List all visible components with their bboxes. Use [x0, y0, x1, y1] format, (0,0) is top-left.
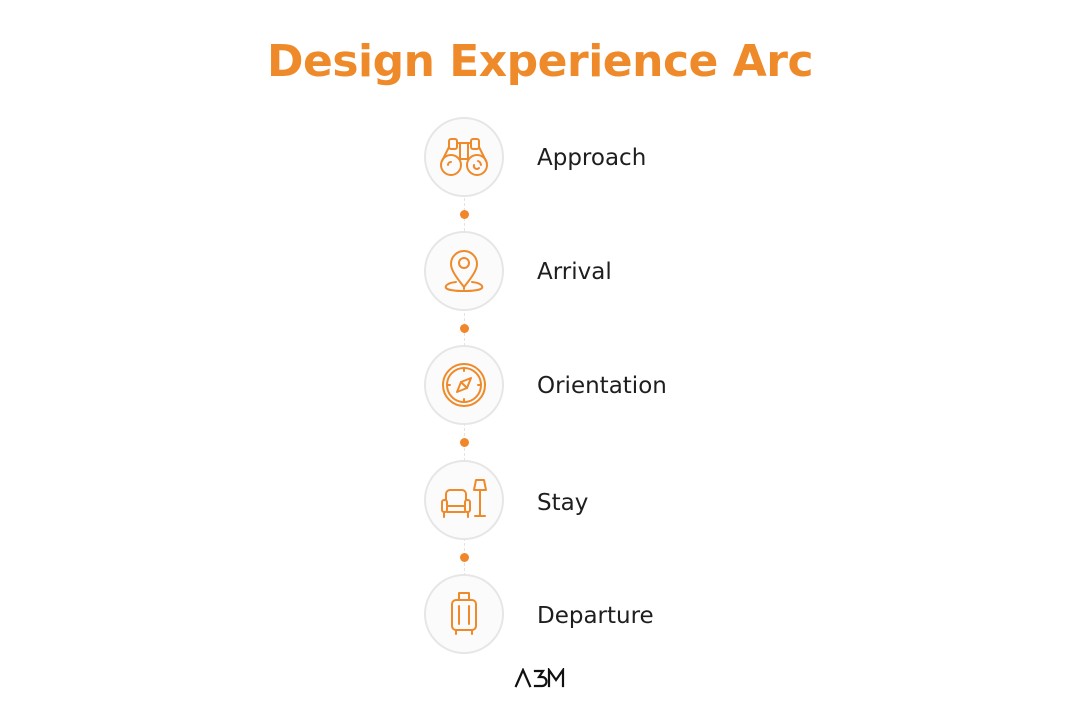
a3m-logo [514, 668, 565, 688]
armchair-lamp-icon [441, 479, 487, 518]
suitcase-icon [451, 592, 477, 635]
icon-circle [424, 231, 504, 311]
icon-circle [424, 345, 504, 425]
binoculars-icon [440, 138, 488, 176]
icon-circle [424, 460, 504, 540]
stage-label-departure: Departure [537, 603, 654, 629]
icon-circle [424, 574, 504, 654]
page-title: Design Experience Arc [266, 36, 814, 87]
stage-label-approach: Approach [537, 145, 647, 171]
map-pin-icon [444, 250, 484, 292]
connector-dot [460, 210, 469, 219]
stage-label-stay: Stay [537, 490, 589, 516]
connector-dot [460, 438, 469, 447]
connector-dot [460, 324, 469, 333]
compass-icon [442, 363, 486, 407]
connector-dot [460, 553, 469, 562]
stage-label-orientation: Orientation [537, 373, 667, 399]
icon-circle [424, 117, 504, 197]
stage-label-arrival: Arrival [537, 259, 612, 285]
